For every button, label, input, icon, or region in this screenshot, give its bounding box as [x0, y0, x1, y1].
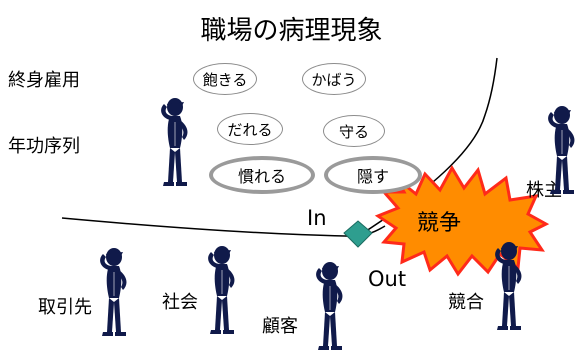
pathology-oval-tire: 飽きる [193, 63, 257, 95]
competition-label: 競争 [417, 211, 462, 236]
pathology-label: かばう [311, 70, 357, 89]
pathology-label: 守る [338, 122, 369, 141]
label-lifetime-employment: 終身雇用 [8, 70, 80, 91]
pathology-label: だれる [227, 120, 273, 139]
person-icon-customer [315, 261, 343, 351]
label-customers: 顧客 [262, 316, 298, 337]
person-icon-society [207, 245, 235, 335]
page-title: 職場の病理現象 [200, 16, 383, 46]
person-icon-employee [160, 97, 188, 187]
label-seniority: 年功序列 [8, 136, 80, 157]
pathology-label: 慣れる [237, 167, 286, 186]
pathology-oval-slack: だれる [217, 113, 283, 145]
pathology-oval-cover: かばう [302, 63, 366, 95]
label-competitors: 競合 [448, 292, 484, 313]
out-label: Out [368, 267, 407, 291]
pathology-oval-hide: 隠す [324, 156, 422, 194]
label-business-partners: 取引先 [38, 297, 92, 318]
gate-diamond-icon [343, 220, 373, 248]
pathology-label: 隠す [356, 167, 389, 186]
label-society: 社会 [162, 292, 198, 313]
pathology-oval-accustomed: 慣れる [209, 156, 315, 194]
label-shareholders: 株主 [526, 180, 562, 201]
organization-boundary-line [61, 217, 386, 237]
in-label: In [307, 206, 327, 230]
person-icon-shareholder [547, 105, 575, 195]
pathology-oval-protect: 守る [323, 115, 385, 147]
person-icon-competitor [494, 241, 522, 331]
pathology-label: 飽きる [202, 70, 248, 89]
person-icon-business-partner [99, 247, 127, 337]
